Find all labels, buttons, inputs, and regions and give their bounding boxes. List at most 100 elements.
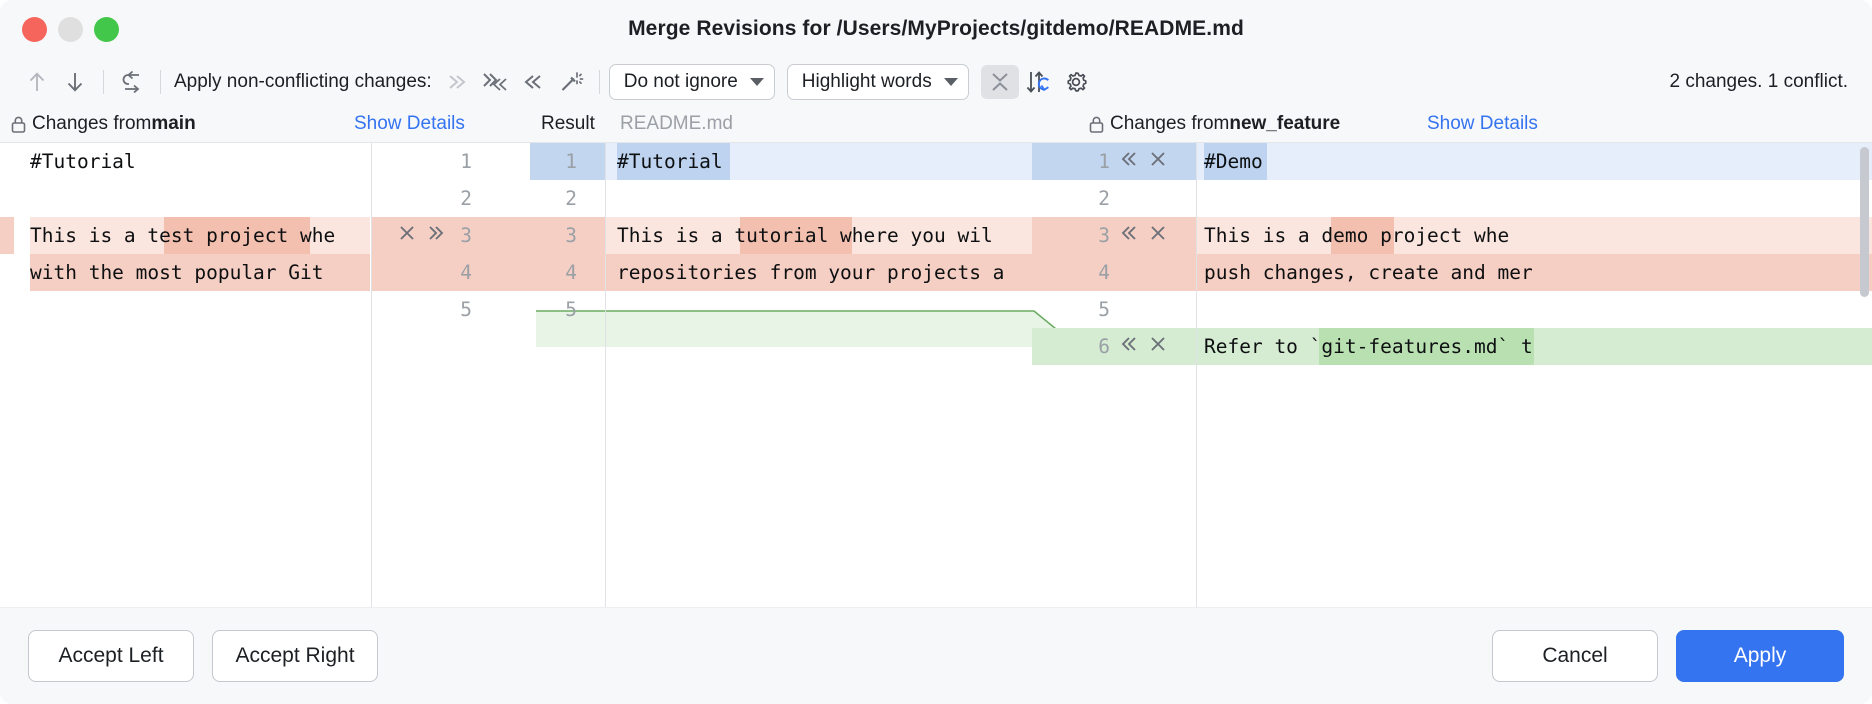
right-gutter-line1-bg bbox=[1032, 143, 1196, 180]
chevrons-both-icon bbox=[483, 73, 507, 91]
left-pane-label: Changes from bbox=[32, 113, 152, 134]
right-show-details-link[interactable]: Show Details bbox=[1427, 113, 1538, 134]
zoom-window-button[interactable] bbox=[94, 16, 119, 42]
change-count-status: 2 changes. 1 conflict. bbox=[1669, 71, 1849, 92]
revert-icon bbox=[122, 70, 140, 94]
apply-nonconflicting-both-button[interactable] bbox=[476, 65, 514, 99]
right-line1-word-highlight bbox=[1204, 143, 1267, 180]
right-gutter-conflict-bg bbox=[1032, 217, 1196, 291]
merge-row: 2 2 2 bbox=[0, 180, 1872, 217]
close-x-icon bbox=[1151, 152, 1165, 166]
minimize-window-button[interactable] bbox=[58, 16, 83, 42]
left-line-text[interactable]: This is a test project whe bbox=[30, 224, 336, 247]
left-line-number: 2 bbox=[460, 187, 472, 210]
separator-center-left bbox=[605, 143, 606, 607]
separator-center-right bbox=[1196, 143, 1197, 607]
right-line-number: 1 bbox=[1098, 150, 1110, 173]
center-line-text[interactable]: This is a tutorial where you wil bbox=[617, 224, 993, 247]
left-pane-header: Changes from main bbox=[10, 0, 196, 476]
right-line6-word-highlight-2 bbox=[1319, 328, 1534, 365]
chevrons-apply-icon bbox=[1121, 226, 1136, 240]
accept-left-change-button[interactable] bbox=[425, 223, 447, 248]
left-line-text[interactable]: #Tutorial bbox=[30, 150, 136, 173]
right-gutter-line6-bg-2 bbox=[1032, 328, 1196, 365]
apply-nonconflicting-all-button[interactable] bbox=[438, 65, 476, 99]
left-line-number: 4 bbox=[460, 261, 472, 284]
collapse-unchanged-icon bbox=[992, 73, 1008, 91]
merge-row: 5 5 5 bbox=[0, 291, 1872, 328]
window-controls bbox=[0, 16, 119, 42]
ignore-policy-dropdown[interactable]: Do not ignore bbox=[608, 64, 775, 100]
pane-headers: Changes from main Show Details Result RE… bbox=[0, 106, 1872, 143]
left-show-details-link[interactable]: Show Details bbox=[354, 113, 465, 134]
lock-icon bbox=[10, 115, 27, 134]
center-gutter-line4-bg bbox=[371, 254, 605, 291]
merge-content: #Tutorial 1 1 #Tutorial 1 bbox=[0, 143, 1872, 607]
left-line4-bg bbox=[30, 254, 370, 291]
toolbar-separator-3 bbox=[598, 70, 600, 94]
settings-button[interactable] bbox=[1057, 65, 1095, 99]
window-title: Merge Revisions for /Users/MyProjects/gi… bbox=[628, 17, 1244, 40]
accept-right-button[interactable]: Accept Right bbox=[212, 630, 378, 682]
accept-left-button[interactable]: Accept Left bbox=[28, 630, 194, 682]
center-line-text[interactable]: #Tutorial bbox=[617, 150, 723, 173]
dialog-footer: Accept Left Accept Right Cancel Apply bbox=[0, 607, 1872, 704]
result-filename: README.md bbox=[620, 113, 733, 134]
reject-right-change-button[interactable] bbox=[1147, 223, 1169, 248]
right-line6-bg-top bbox=[1196, 328, 1872, 365]
left-line-number: 5 bbox=[460, 298, 472, 321]
left-branch-name: main bbox=[151, 113, 196, 134]
merge-row: This is a test project whe 3 3 T bbox=[0, 217, 1872, 254]
center-line-number: 3 bbox=[565, 224, 577, 247]
lock-icon bbox=[1088, 115, 1105, 134]
right-line-text[interactable]: This is a demo project whe bbox=[1204, 224, 1510, 247]
chevron-down-icon bbox=[749, 78, 764, 86]
reject-right-change-button[interactable] bbox=[1147, 334, 1169, 359]
right-line-number: 2 bbox=[1098, 187, 1110, 210]
toolbar-separator-1 bbox=[103, 70, 104, 94]
title-bar: Merge Revisions for /Users/MyProjects/gi… bbox=[0, 0, 1872, 58]
close-x-icon bbox=[400, 226, 414, 240]
cancel-button[interactable]: Cancel bbox=[1492, 630, 1658, 682]
right-line-text[interactable]: push changes, create and mer bbox=[1204, 261, 1533, 284]
vertical-scrollbar[interactable] bbox=[1860, 147, 1869, 297]
accept-right-change-button[interactable] bbox=[1118, 149, 1140, 174]
right-branch-name: new_feature bbox=[1229, 113, 1341, 134]
right-line6-gutter-actions bbox=[1118, 328, 1169, 365]
center-line-text[interactable]: repositories from your projects a bbox=[617, 261, 1005, 284]
collapse-unchanged-fragments-button[interactable] bbox=[980, 65, 1019, 99]
left-line-text[interactable]: with the most popular Git bbox=[30, 261, 324, 284]
center-line-number: 2 bbox=[565, 187, 577, 210]
sync-scroll-button[interactable] bbox=[1019, 65, 1057, 99]
arrow-down-icon bbox=[67, 73, 83, 92]
right-line3-word-highlight bbox=[1331, 217, 1394, 254]
left-line-number: 3 bbox=[460, 224, 472, 247]
chevrons-apply-icon bbox=[1121, 152, 1136, 166]
apply-nonconflicting-left-button[interactable] bbox=[514, 65, 552, 99]
magic-resolve-button[interactable] bbox=[552, 65, 590, 99]
left-line3-gutter-actions bbox=[396, 217, 447, 254]
chevrons-left-icon bbox=[524, 75, 541, 89]
close-x-icon bbox=[1151, 226, 1165, 240]
left-line3-word-highlight bbox=[164, 217, 310, 254]
right-line-text[interactable]: #Demo bbox=[1204, 150, 1263, 173]
reject-right-change-button[interactable] bbox=[1147, 149, 1169, 174]
accept-right-change-button[interactable] bbox=[1118, 334, 1140, 359]
sync-scroll-icon bbox=[1026, 71, 1049, 93]
previous-difference-button[interactable] bbox=[18, 65, 56, 99]
close-window-button[interactable] bbox=[22, 16, 47, 42]
reject-left-change-button[interactable] bbox=[396, 223, 418, 248]
revert-changes-button[interactable] bbox=[113, 65, 151, 99]
apply-button[interactable]: Apply bbox=[1676, 630, 1844, 682]
accept-right-change-button[interactable] bbox=[1118, 223, 1140, 248]
next-difference-button[interactable] bbox=[56, 65, 94, 99]
result-pane-label: Result bbox=[541, 113, 595, 134]
right-line3-gutter-actions bbox=[1118, 217, 1169, 254]
center-line1-gutter-bg bbox=[530, 143, 605, 180]
highlight-policy-dropdown[interactable]: Highlight words bbox=[786, 64, 969, 100]
right-pane-header: Changes from new_feature bbox=[1088, 0, 1340, 476]
center-line-number: 5 bbox=[565, 298, 577, 321]
right-line-text[interactable]: Refer to `git-features.md` t bbox=[1204, 335, 1533, 358]
chevrons-apply-icon bbox=[429, 226, 444, 240]
